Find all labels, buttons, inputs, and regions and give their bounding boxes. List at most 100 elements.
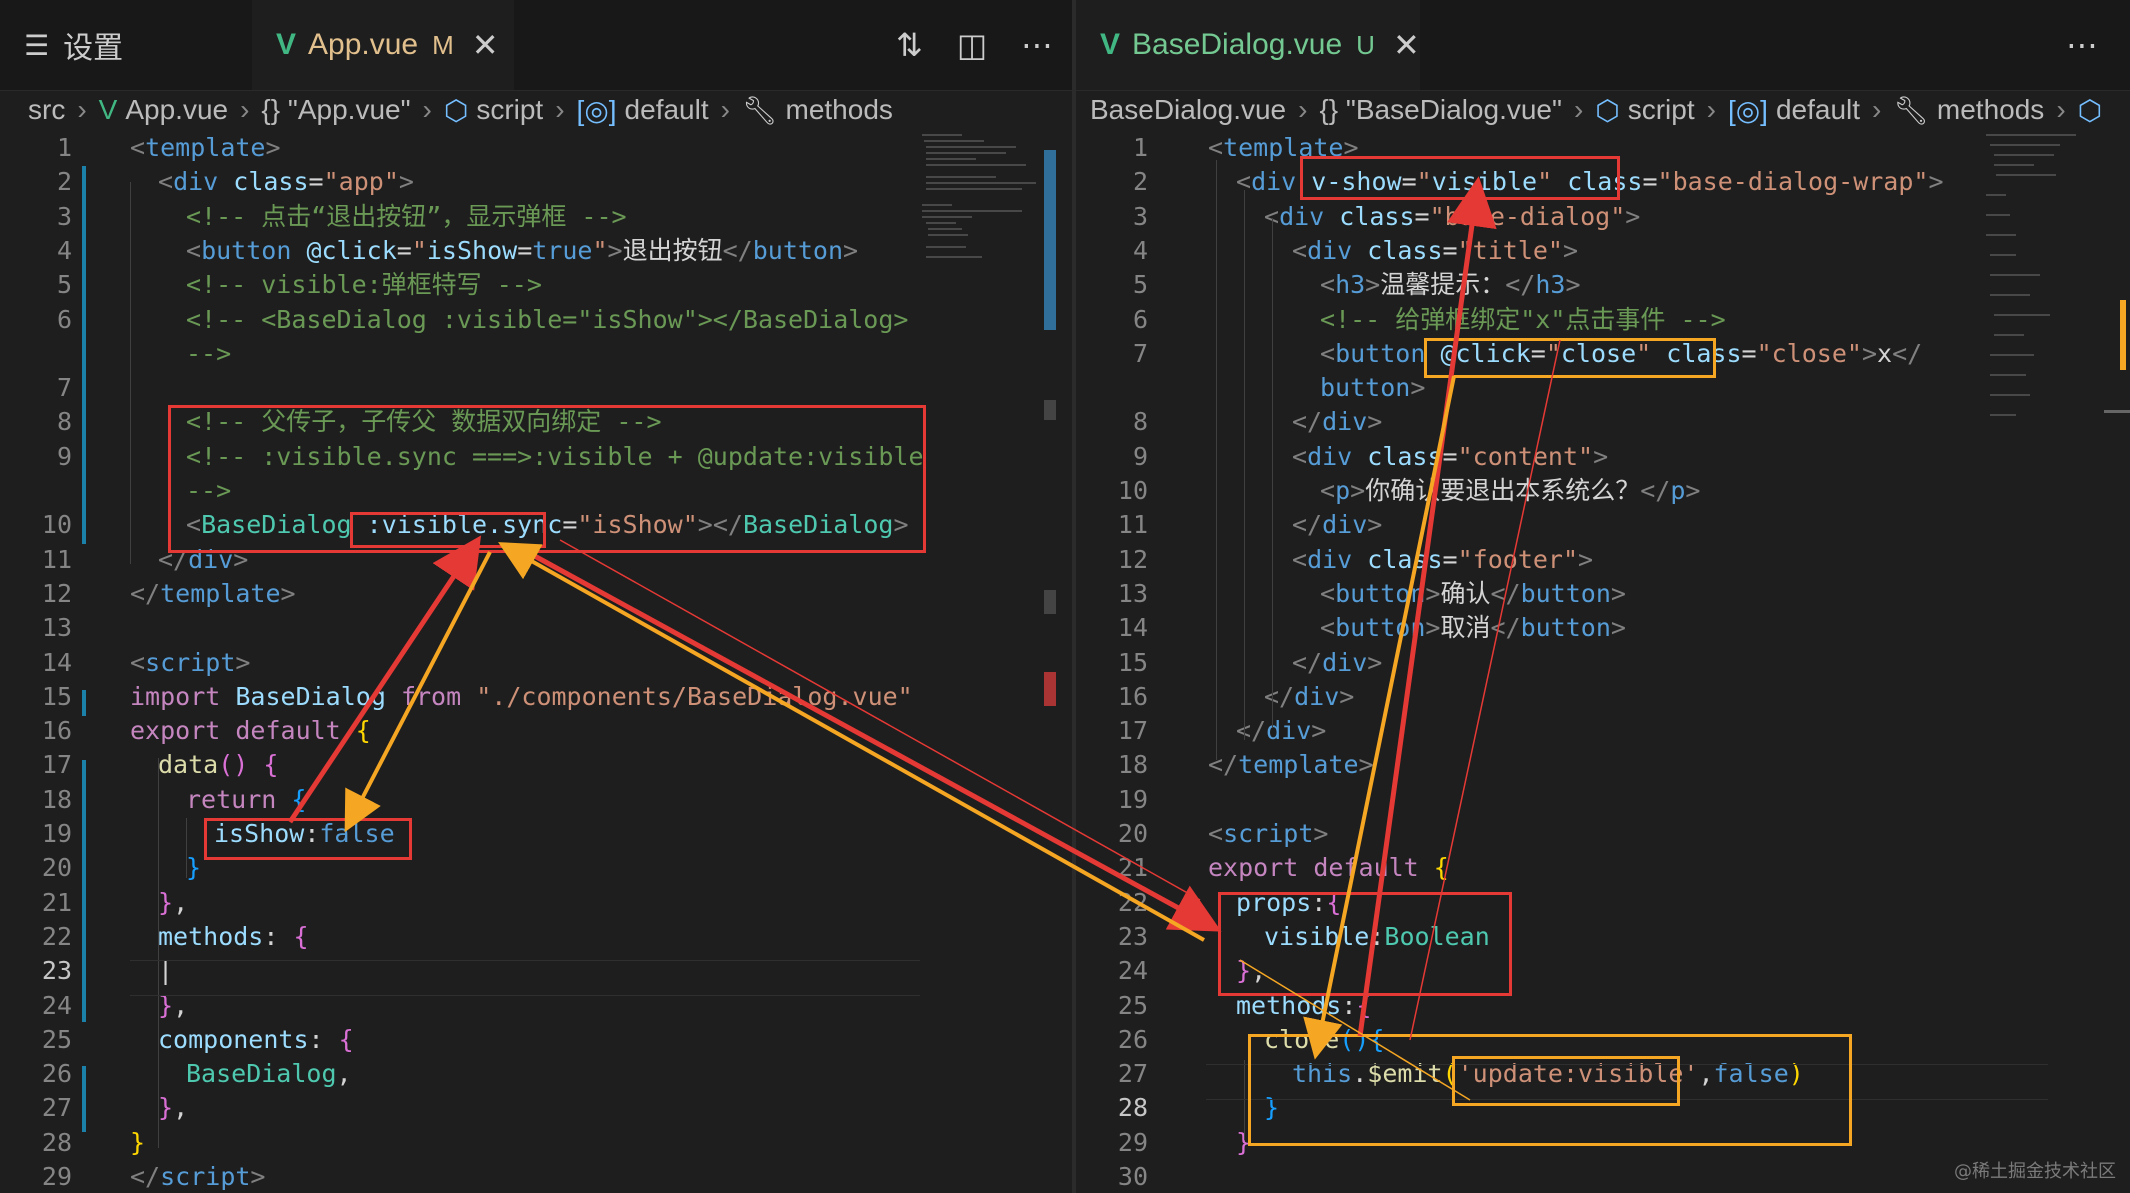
indent-guide (158, 758, 159, 1148)
line-number: 13 (1117, 578, 1148, 608)
line-number: 16 (1117, 681, 1148, 711)
code-text: data() { (158, 750, 279, 780)
annotation-box-vshow (1300, 156, 1620, 200)
split-editor-icon[interactable]: ◫ (956, 27, 988, 63)
code-text: </div> (1264, 681, 1355, 711)
close-icon[interactable]: ✕ (1392, 27, 1420, 63)
line-number: 28 (1117, 1093, 1148, 1123)
breadcrumb-item[interactable]: src (28, 94, 66, 125)
code-text: </template> (1208, 750, 1374, 780)
close-icon[interactable]: ✕ (471, 27, 499, 63)
code-text: <script> (130, 647, 251, 677)
line-number: 29 (41, 1162, 72, 1191)
git-change-marker (82, 1066, 86, 1132)
line-number: 12 (41, 578, 72, 608)
breadcrumb-item[interactable]: methods (785, 94, 893, 125)
code-text: <button>确认</button> (1320, 578, 1626, 608)
compare-changes-icon[interactable]: ⇅ (896, 27, 923, 63)
code-text: <template> (130, 133, 281, 162)
code-text: }, (158, 887, 189, 917)
annotation-box-click-close (1424, 338, 1716, 378)
indent-guide (186, 818, 187, 878)
scroll-decoration (1044, 590, 1056, 614)
code-text: --> (186, 476, 232, 505)
line-number: 18 (1117, 750, 1148, 780)
code-text: <button>取消</button> (1320, 613, 1626, 643)
wrench-method-icon: 🔧︎ (741, 94, 778, 126)
line-number: 24 (1117, 956, 1148, 986)
more-actions-icon[interactable]: ⋯ (1021, 27, 1054, 63)
line-number: 20 (41, 853, 72, 883)
line-number: 25 (1117, 990, 1148, 1020)
line-number: 19 (41, 819, 72, 848)
line-number: 2 (56, 167, 72, 197)
line-number: 6 (1132, 304, 1148, 334)
breadcrumb-item[interactable]: default (1775, 94, 1861, 125)
vue-file-icon: V (98, 94, 118, 125)
breadcrumb-item[interactable]: App.vue (125, 94, 229, 125)
code-text: BaseDialog, (186, 1059, 352, 1089)
code-text: <!-- <BaseDialog :visible="isShow"></Bas… (186, 304, 909, 334)
annotation-box-props (1218, 892, 1512, 996)
scroll-decoration (2104, 410, 2130, 413)
line-number: 18 (41, 784, 72, 814)
line-number: 3 (56, 201, 72, 231)
line-number: 4 (1132, 235, 1148, 265)
code-text: <script> (1208, 819, 1329, 848)
breadcrumb-item[interactable]: script (476, 94, 544, 125)
breadcrumb-item[interactable]: {} "BaseDialog.vue" (1319, 94, 1562, 125)
module-cube-icon: ⬡ (1595, 94, 1620, 126)
line-number: 6 (56, 304, 72, 334)
breadcrumb-item[interactable]: methods (1936, 94, 2045, 125)
code-text: </div> (1292, 510, 1383, 540)
current-line-highlight (1206, 1064, 2048, 1100)
untracked-badge: U (1356, 29, 1375, 60)
code-text: <!-- visible:弹框特写 --> (186, 270, 542, 300)
code-text: <div class="base-dialog"> (1264, 201, 1641, 231)
code-text: } (1236, 1127, 1252, 1157)
annotation-box-update-visible (1452, 1056, 1680, 1106)
line-number: 3 (1132, 201, 1148, 231)
scrollbar-left[interactable] (1044, 150, 1056, 330)
line-number: 23 (1117, 921, 1148, 951)
breadcrumb-item[interactable]: BaseDialog.vue (1090, 94, 1287, 125)
more-actions-icon[interactable]: ⋯ (2066, 27, 2098, 63)
code-text: <h3>温馨提示：</h3> (1320, 270, 1581, 300)
minimap-right[interactable] (1980, 130, 2120, 430)
code-text: methods: { (158, 921, 309, 951)
git-change-marker (82, 760, 86, 1022)
line-number: 25 (41, 1024, 72, 1054)
code-text: import BaseDialog from "./components/Bas… (130, 681, 913, 711)
code-text: <!-- :visible.sync ===>:visible + @updat… (186, 441, 924, 471)
tab-basedialog-label: BaseDialog.vue (1132, 28, 1343, 61)
code-text: | (158, 956, 174, 986)
tab-app-vue[interactable]: V App.vue M ✕ (252, 0, 514, 90)
minimap-left[interactable] (918, 130, 1048, 270)
indent-guide (1216, 160, 1217, 760)
code-text: <div class="footer"> (1292, 544, 1594, 574)
breadcrumb-item[interactable]: script (1627, 94, 1695, 125)
line-number: 29 (1117, 1127, 1148, 1157)
line-number: 8 (1132, 407, 1148, 437)
code-text: <!-- 父传子，子传父 数据双向绑定 --> (186, 407, 662, 437)
line-number: 26 (41, 1059, 72, 1089)
code-text: export default { (130, 716, 371, 746)
breadcrumb-right: BaseDialog.vue› {} "BaseDialog.vue"› ⬡sc… (1090, 94, 2103, 126)
line-number: 23 (41, 956, 72, 986)
editor-actions-left: ⇅ ◫ ⋯ (896, 0, 1053, 90)
breadcrumb-item[interactable]: {} "App.vue" (261, 94, 411, 125)
code-text: button> (1320, 373, 1426, 403)
line-number: 4 (56, 235, 72, 265)
line-number: 2 (1132, 167, 1148, 197)
line-number: 17 (41, 750, 72, 780)
breadcrumb-item[interactable]: default (624, 94, 709, 125)
code-text: </template> (130, 578, 296, 608)
line-number: 27 (1117, 1059, 1148, 1089)
line-number: 1 (56, 133, 72, 162)
code-text: } (186, 853, 202, 883)
wrench-method-icon: 🔧︎ (1893, 94, 1929, 126)
tab-basedialog-vue[interactable]: V BaseDialog.vue U ✕ (1076, 0, 1420, 90)
tab-settings[interactable]: ☰ 设置 (0, 0, 252, 90)
watermark: @稀土掘金技术社区 (1954, 1161, 2116, 1182)
